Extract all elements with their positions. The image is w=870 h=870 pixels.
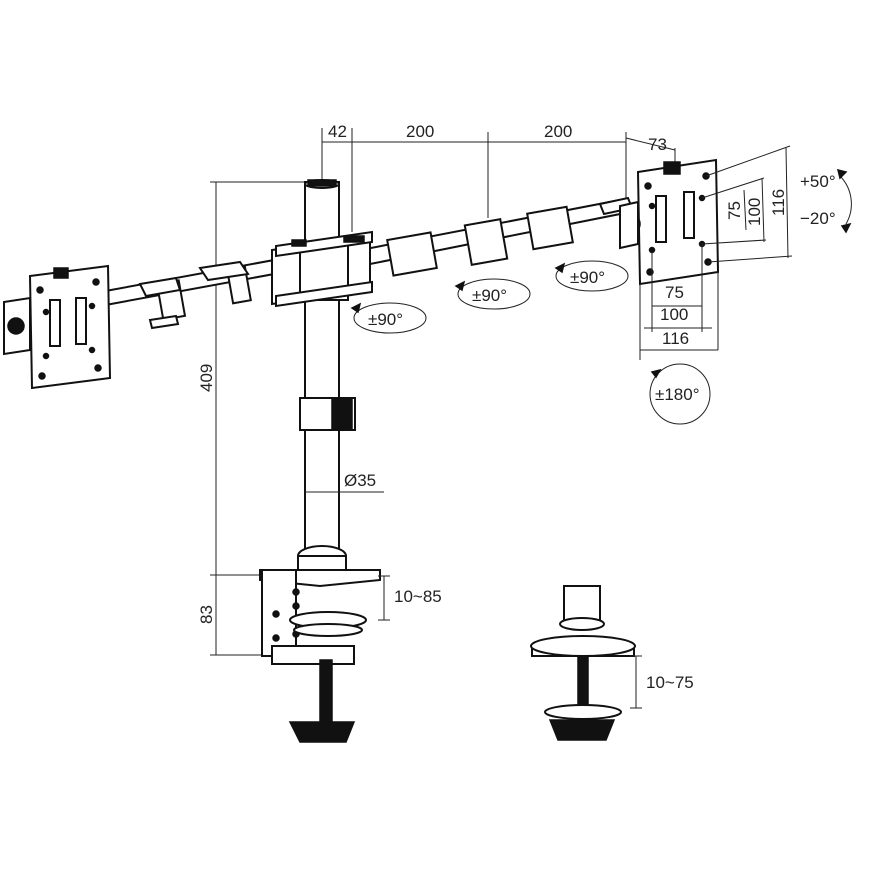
- dim-vesa-small-v: 75: [725, 201, 744, 220]
- desk-clamp: [259, 545, 390, 743]
- dim-clamp-height: 83: [197, 605, 216, 624]
- rotation-joint-left: ±90°: [368, 310, 403, 329]
- vesa-dimension-lines: [639, 145, 793, 360]
- rotation-joint-right: ±90°: [570, 268, 605, 287]
- rotation-rotate: ±180°: [655, 385, 700, 404]
- left-dimension-lines: [210, 181, 322, 656]
- left-vesa-plate: [3, 264, 112, 390]
- dim-pole-diameter: Ø35: [344, 471, 376, 490]
- rotation-tilt-down: −20°: [800, 209, 836, 228]
- dim-clamp-range: 10~85: [394, 587, 442, 606]
- rotation-joint-mid: ±90°: [472, 286, 507, 305]
- dim-grommet-range: 10~75: [646, 673, 694, 692]
- dim-vesa-mid-v: 100: [745, 198, 764, 226]
- dim-vesa-large-v: 116: [769, 189, 788, 216]
- arm-assembly: [99, 196, 634, 330]
- dim-arm-segment-1: 200: [406, 122, 434, 141]
- dim-arm-segment-2: 200: [544, 122, 572, 141]
- dim-vesa-mid-h: 100: [660, 305, 688, 324]
- dim-vesa-large-h: 116: [662, 329, 689, 348]
- right-vesa-plate: [619, 158, 720, 286]
- dim-pole-height: 409: [197, 364, 216, 392]
- rotation-tilt-up: +50°: [800, 172, 836, 191]
- dim-offset-top: 42: [328, 122, 347, 141]
- dim-vesa-small-h: 75: [665, 283, 684, 302]
- top-dimension-lines: [321, 128, 676, 232]
- rotation-arrows: [350, 168, 852, 425]
- grommet-mount: [530, 585, 642, 741]
- dim-plate-offset: 73: [648, 135, 667, 154]
